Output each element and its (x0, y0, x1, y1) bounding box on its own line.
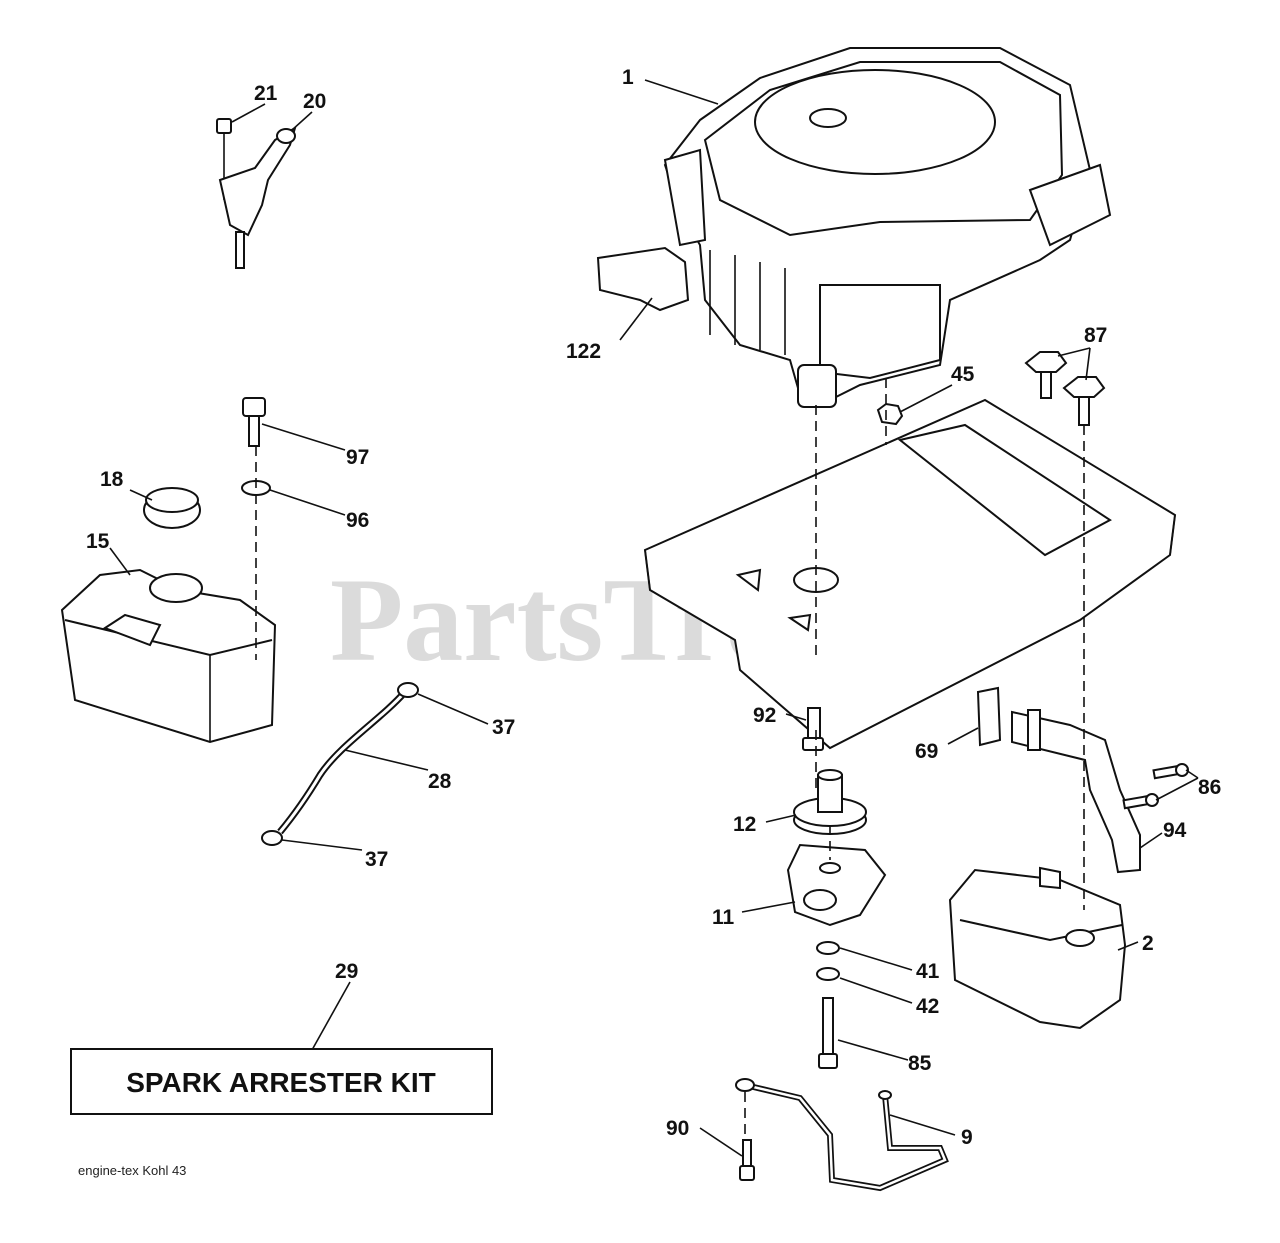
callout-42: 42 (916, 995, 939, 1018)
bolt-part-97 (242, 397, 266, 447)
callout-87: 87 (1084, 324, 1107, 347)
nut-part-45 (876, 402, 904, 426)
alignment-lines (255, 378, 1085, 1140)
chassis-frame-part (643, 398, 1177, 750)
callout-labels: 1 21 20 122 87 45 97 96 18 15 37 28 37 9… (86, 66, 1221, 1149)
callout-15: 15 (86, 530, 110, 553)
callout-86: 86 (1198, 776, 1221, 799)
engine-part (663, 47, 1112, 408)
callout-92: 92 (753, 704, 776, 727)
callout-18: 18 (100, 468, 124, 491)
callout-90: 90 (666, 1117, 689, 1140)
washer-part-42 (816, 967, 840, 981)
callout-9: 9 (961, 1126, 973, 1149)
hose-part-122 (596, 246, 690, 312)
callout-20: 20 (303, 90, 326, 113)
bolt-part-85 (818, 997, 838, 1069)
pulley-part-12 (793, 769, 867, 835)
callout-28: 28 (428, 770, 452, 793)
callout-85: 85 (908, 1052, 932, 1075)
callout-37-bottom: 37 (365, 848, 388, 871)
washer-part-41 (816, 941, 840, 955)
callout-21: 21 (254, 82, 278, 105)
callout-29: 29 (335, 960, 358, 983)
callout-97: 97 (346, 446, 369, 469)
callout-96: 96 (346, 509, 369, 532)
callout-94: 94 (1163, 819, 1187, 842)
callout-2: 2 (1142, 932, 1154, 955)
throttle-bracket-part (216, 118, 297, 269)
callout-12: 12 (733, 813, 756, 836)
bolt-part-92 (802, 707, 824, 751)
fuel-line-part (261, 682, 419, 846)
bracket-part-9 (735, 1078, 949, 1192)
diagram-footer-code: engine-tex Kohl 43 (78, 1163, 186, 1178)
muffler-part (948, 866, 1127, 1030)
callout-11: 11 (712, 906, 735, 929)
fuel-tank-part (60, 568, 277, 744)
leader-lines (109, 79, 1199, 1157)
callout-1: 1 (622, 66, 634, 89)
fuel-cap-part (143, 487, 201, 529)
spark-arrester-kit-label: SPARK ARRESTER KIT (126, 1067, 436, 1098)
spark-arrester-kit-box: SPARK ARRESTER KIT (70, 1048, 493, 1115)
bolt-part-87 (1024, 351, 1106, 426)
callout-69: 69 (915, 740, 938, 763)
callout-41: 41 (916, 960, 940, 983)
callout-122: 122 (566, 340, 601, 363)
clutch-part-11 (786, 843, 887, 927)
bolt-part-90 (739, 1139, 755, 1181)
exhaust-pipe-part (976, 686, 1141, 874)
callout-37-top: 37 (492, 716, 515, 739)
callout-45: 45 (951, 363, 975, 386)
bolt-part-86 (1122, 763, 1189, 810)
